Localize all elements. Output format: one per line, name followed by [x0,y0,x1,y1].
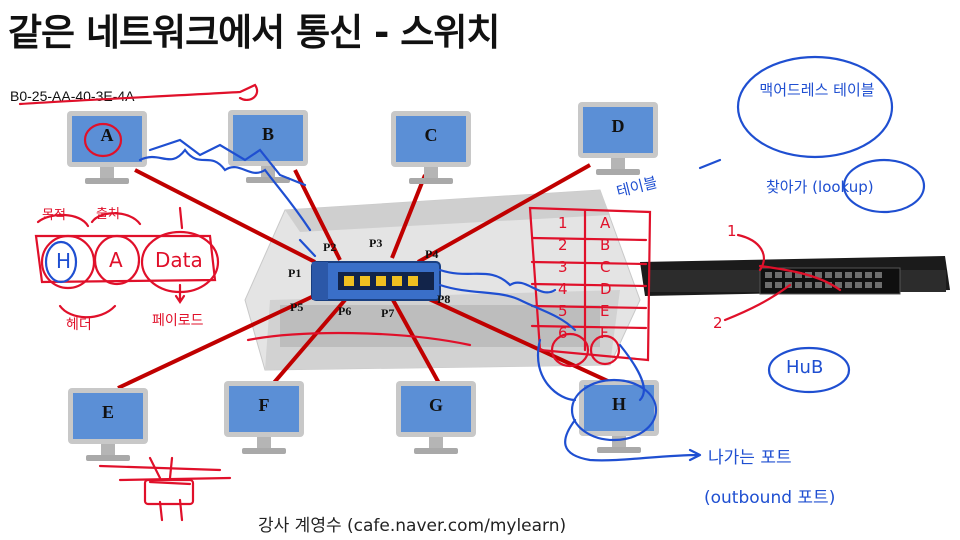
port-label-p8: P8 [437,292,451,306]
mac-table-label: 맥어드레스 테이블 [759,81,875,99]
rack-switch-photo [640,256,950,296]
mac-table-mac: D [600,280,612,298]
page-title: 같은 네트워크에서 통신 - 스위치 [8,11,500,54]
mac-table-mac: F [600,324,609,342]
computer-label: C [424,125,438,145]
payload-label: 페이로드 [152,313,204,329]
frame-payload: Data [155,248,203,272]
mac-table-port: 4 [558,280,568,298]
frame-dst-label: 목적 [42,208,66,223]
computer-label: H [611,394,626,414]
outbound-port-english: (outbound 포트) [704,488,836,508]
computer-label: F [258,395,270,415]
header-label: 헤더 [66,317,92,333]
computer-f: F [224,381,304,461]
frame-src-label: 출처 [96,207,120,222]
mac-table-port: 6 [558,324,568,342]
port-label-p2: P2 [323,240,337,254]
mac-table-mac: A [600,214,611,232]
computer-g: G [396,381,476,461]
frame-header-dst: H [56,249,72,273]
port-label-p1: P1 [288,266,302,280]
mac-table-mac: E [600,302,610,320]
credit-text: 강사 계영수 (cafe.naver.com/mylearn) [258,516,567,536]
switch-icon [311,261,441,301]
mac-table-port: 1 [558,214,568,232]
frame-header-src: A [109,248,123,272]
computer-label: E [101,402,114,422]
mac-table-port: 3 [558,258,568,276]
mac-table-port: 5 [558,302,568,320]
mac-table-mac: B [600,236,611,254]
switch-arrow-1: 1 [727,222,737,240]
outbound-port-label: 나가는 포트 [708,448,792,468]
port-label-p4: P4 [425,247,439,261]
computer-label: G [428,395,443,415]
computer-label: B [261,124,274,144]
mac-table-port: 2 [558,236,568,254]
port-label-p3: P3 [369,236,383,250]
switch-arrow-2: 2 [713,314,723,332]
lookup-label: 찾아가 (lookup) [766,178,874,196]
blue-pen-strokes [44,55,926,462]
mac-table-mac: C [600,258,611,276]
port-label-p7: P7 [381,306,395,320]
port-label-p5: P5 [290,300,304,314]
computer-c: C [391,111,471,191]
port-label-p6: P6 [338,304,352,318]
links [117,163,613,390]
computer-d: D [578,102,658,182]
red-pen-strokes [18,83,842,522]
hub-label: HuB [786,357,824,378]
computer-label: A [100,125,114,145]
computer-label: D [611,116,625,136]
computer-e: E [68,388,148,468]
